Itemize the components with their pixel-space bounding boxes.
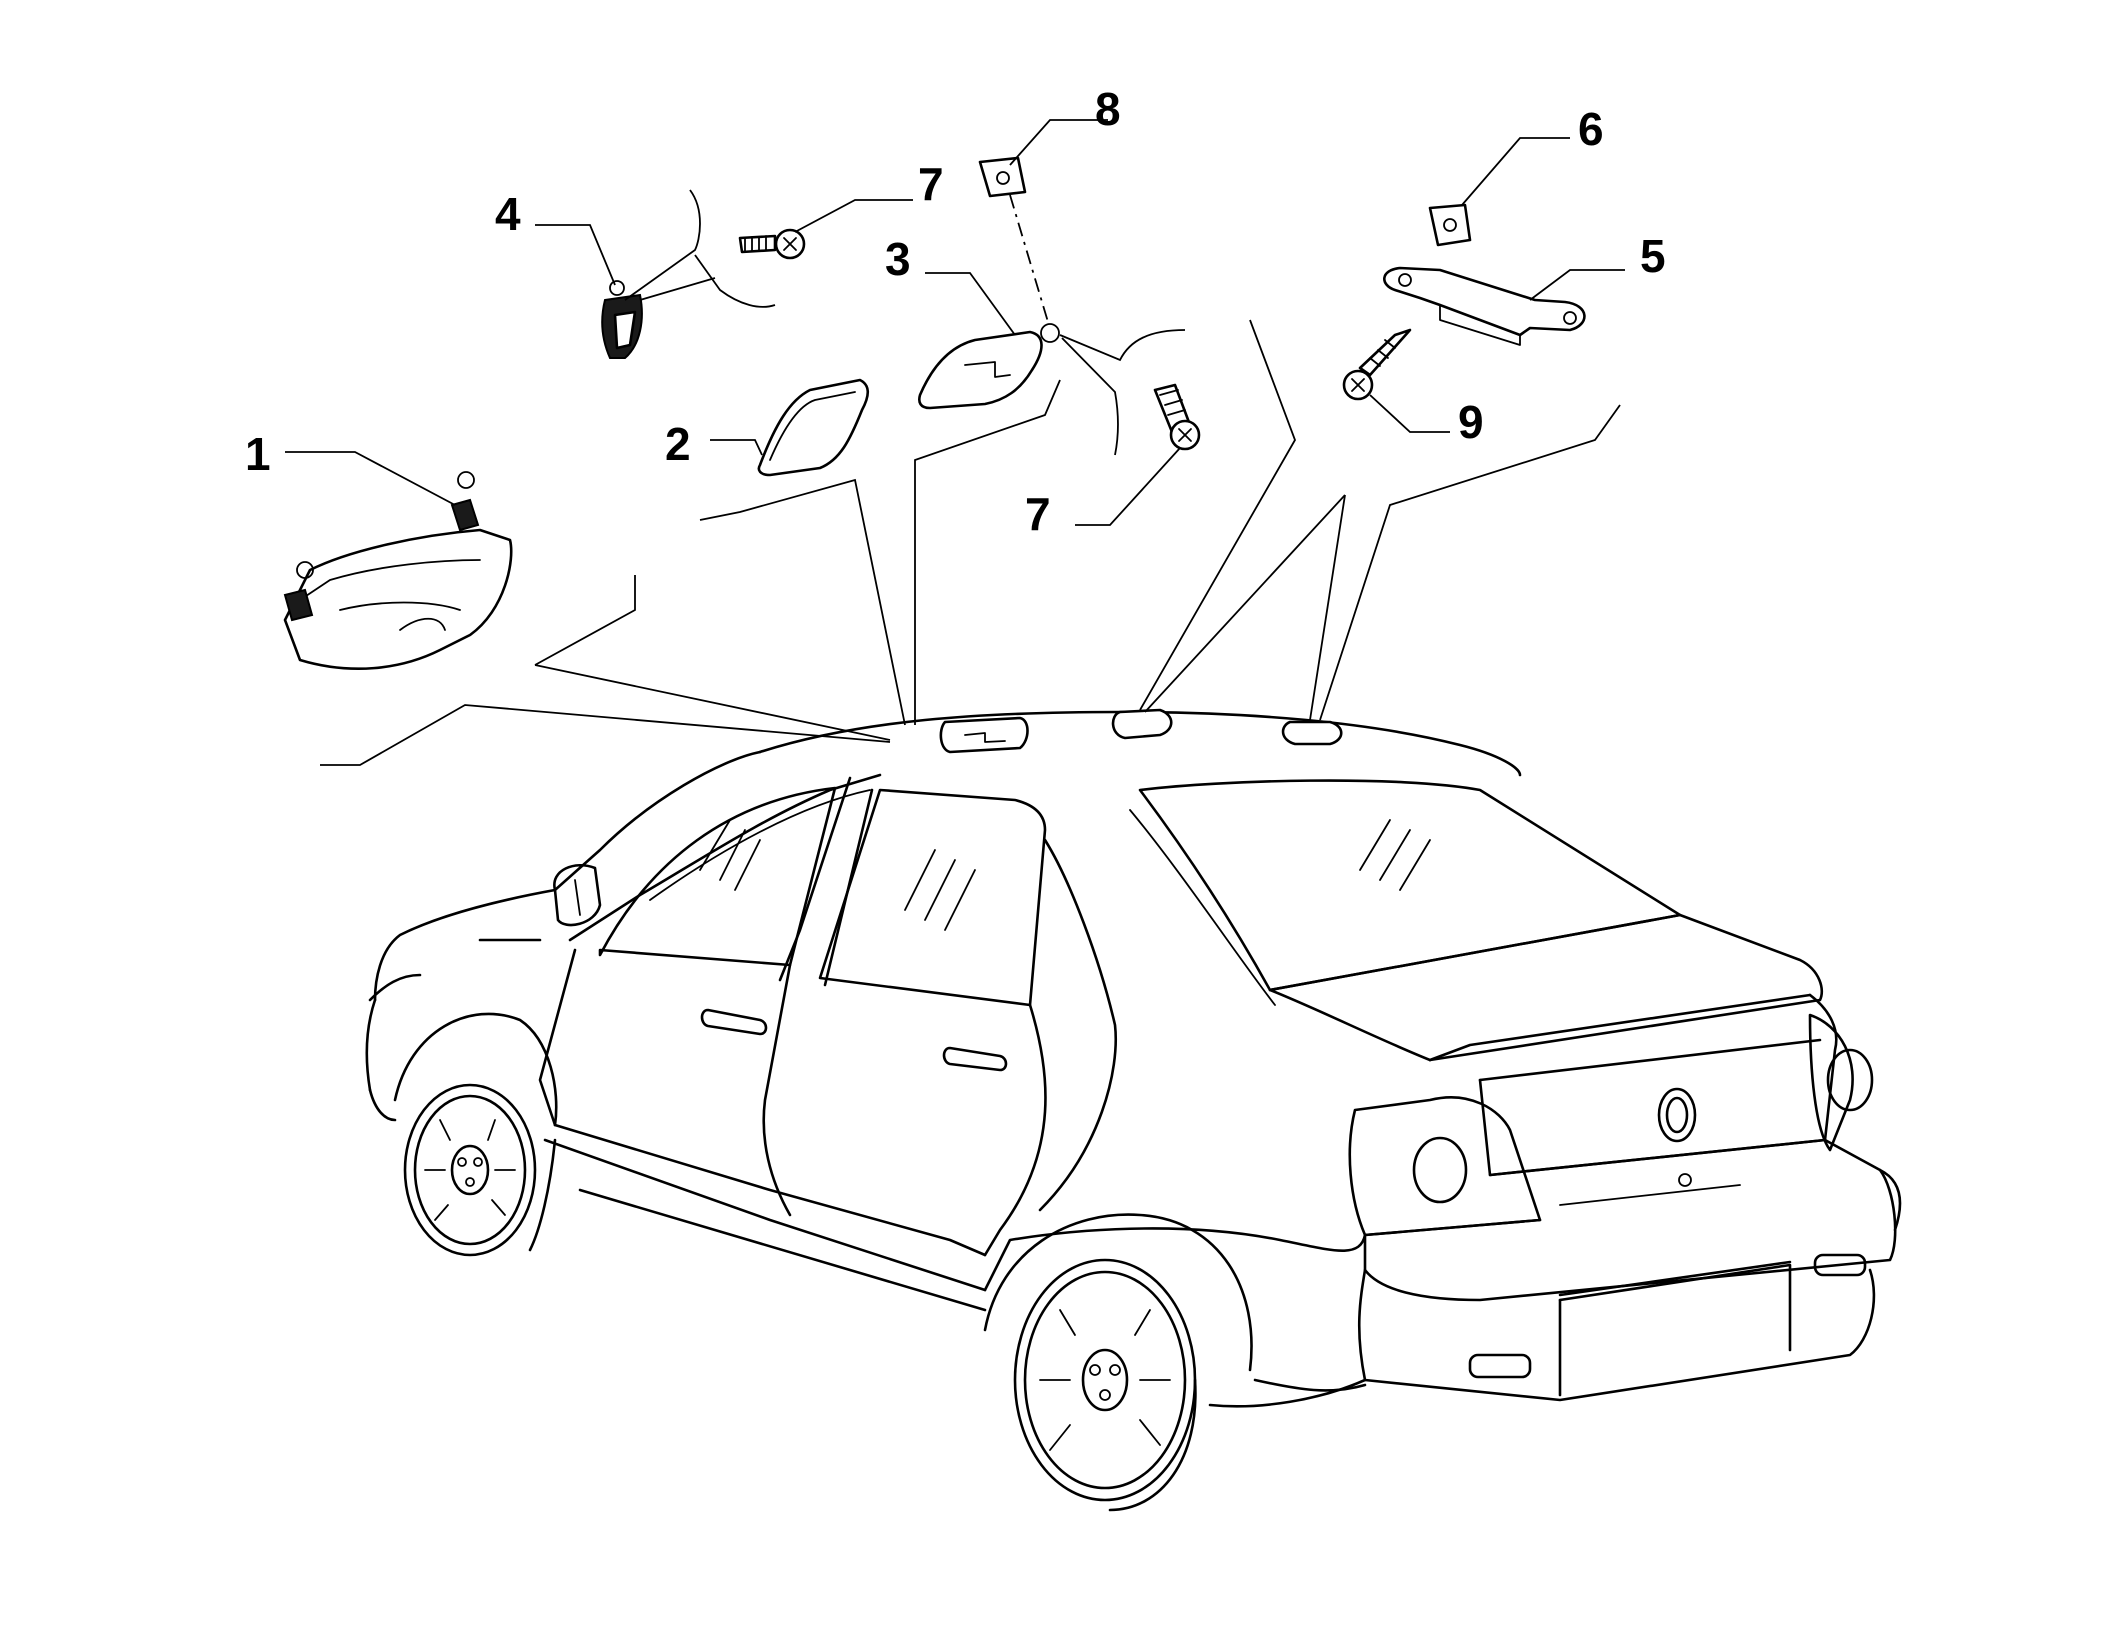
- callout-labels: 1 2 3 4 5 6 7 7 8 9: [245, 83, 1666, 540]
- part-1-courtesy-light-assembly: [283, 471, 513, 671]
- part-6-speed-nut: [1428, 203, 1472, 247]
- part-5-bracket: [1383, 266, 1586, 346]
- rear-wheel: [1013, 1258, 1197, 1512]
- callout-2: 2: [665, 418, 691, 470]
- callout-8: 8: [1095, 83, 1121, 135]
- callout-7-lower: 7: [1025, 488, 1051, 540]
- part-7-screw-a: [738, 228, 806, 260]
- callout-6: 6: [1578, 103, 1604, 155]
- callout-5: 5: [1640, 230, 1666, 282]
- callout-3: 3: [885, 233, 911, 285]
- callout-1: 1: [245, 428, 271, 480]
- callout-7-upper: 7: [918, 158, 944, 210]
- callout-4: 4: [495, 188, 521, 240]
- part-7-screw-b: [1153, 383, 1201, 451]
- callout-9: 9: [1458, 396, 1484, 448]
- part-9-screw: [1342, 328, 1412, 401]
- part-3-lamp-unit: [918, 323, 1060, 410]
- leader-lines: [285, 119, 1625, 766]
- car-outline: [365, 708, 1902, 1512]
- front-wheel: [403, 1083, 537, 1257]
- part-2-lens-cover: [757, 378, 870, 477]
- part-4-clip: [601, 280, 643, 359]
- part-8-speed-nut: [978, 156, 1027, 198]
